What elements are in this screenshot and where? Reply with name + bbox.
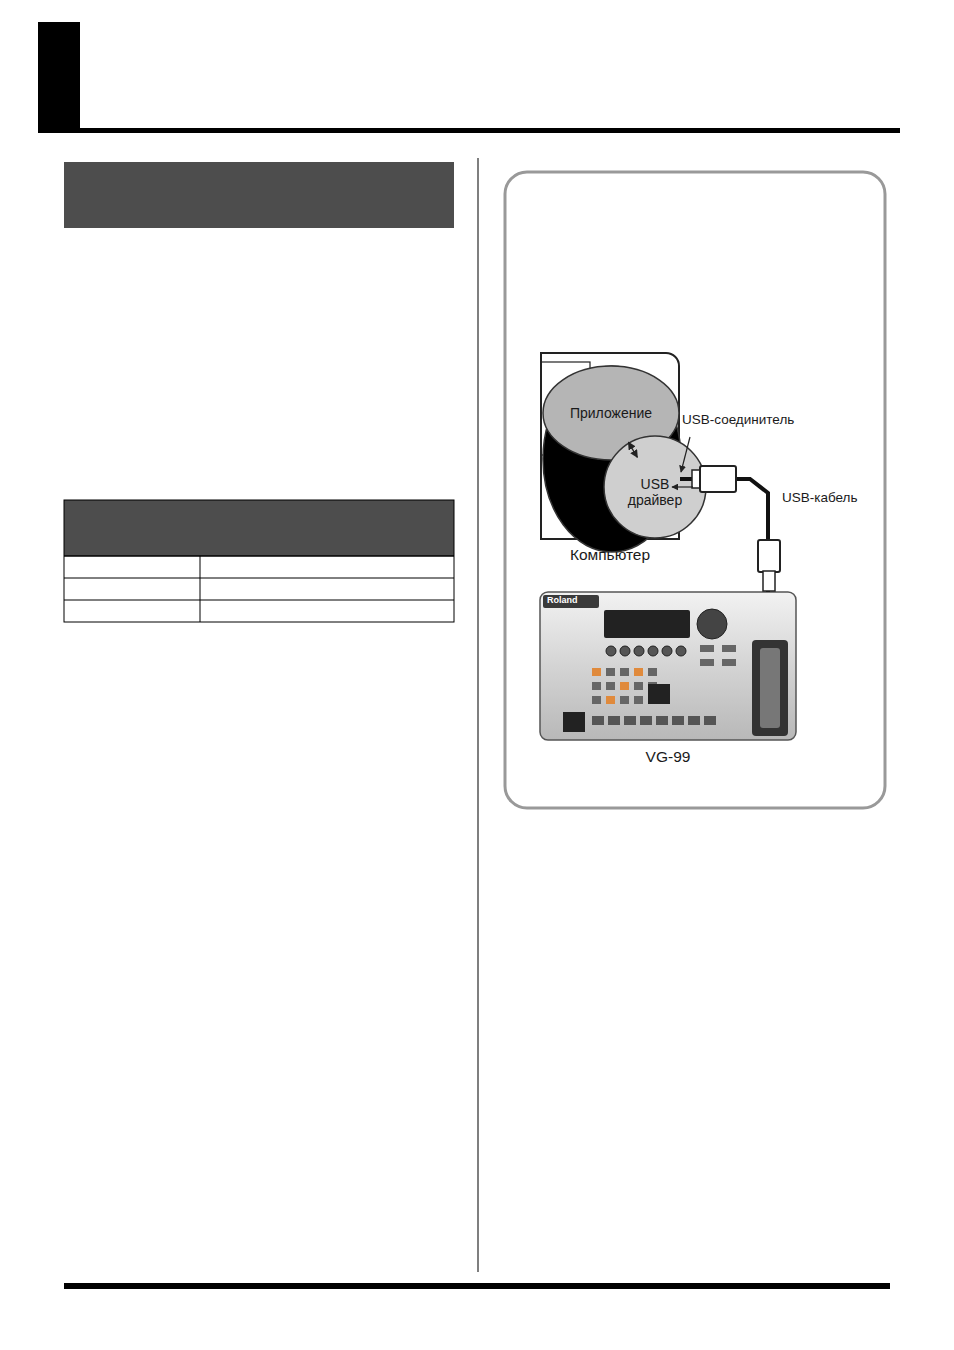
button	[634, 668, 643, 676]
power-button	[563, 712, 585, 732]
button	[722, 645, 736, 652]
small-knob	[676, 646, 686, 656]
node-label: Приложение	[570, 405, 652, 421]
vg99-illustration	[540, 592, 796, 740]
button	[620, 696, 629, 704]
caption-holder: Компьютер	[542, 546, 678, 564]
table-header	[64, 500, 454, 556]
usb-cable	[680, 479, 768, 592]
small-knob	[648, 646, 658, 656]
number-button	[672, 716, 684, 725]
number-button	[704, 716, 716, 725]
edge-label-holder: USB-кабель	[780, 490, 860, 505]
button	[648, 668, 657, 676]
button	[606, 696, 615, 704]
brand-logo-holder: Roland	[547, 595, 578, 605]
leader-line	[681, 437, 690, 472]
cable-label: USB-кабель	[780, 490, 860, 505]
button	[620, 668, 629, 676]
small-knob	[662, 646, 672, 656]
node-label: USB драйвер	[620, 466, 690, 508]
top-rule	[38, 128, 900, 133]
button	[634, 696, 643, 704]
connector-label: USB-соединитель	[682, 412, 794, 427]
number-button	[640, 716, 652, 725]
chapter-tab	[38, 22, 80, 133]
pedal-slot	[752, 640, 788, 736]
data-arrow	[672, 486, 693, 487]
number-button	[688, 716, 700, 725]
small-knob	[606, 646, 616, 656]
driver-circle-shape	[604, 436, 706, 538]
empty-table	[64, 500, 454, 622]
table-column-rule	[200, 556, 201, 622]
table-rule	[64, 600, 454, 601]
figure-frame	[505, 172, 885, 808]
plug-tip	[763, 571, 775, 591]
device-body	[540, 592, 796, 740]
small-knob	[620, 646, 630, 656]
caption-holder: VG-99	[540, 748, 796, 766]
computer-box: КомпьютерПриложениеUSB драйвер	[540, 352, 680, 540]
plug-body	[700, 466, 736, 492]
node-heading: Компьютер	[570, 546, 650, 563]
device-node: VG-99	[540, 592, 796, 740]
display	[604, 610, 690, 638]
number-button	[608, 716, 620, 725]
number-button	[624, 716, 636, 725]
section-header-bar	[64, 162, 454, 228]
column-divider	[477, 158, 479, 1272]
button	[634, 682, 643, 690]
button	[722, 659, 736, 666]
plug-body	[758, 540, 780, 572]
table-border	[64, 500, 454, 622]
bottom-rule	[64, 1283, 890, 1289]
brand-logo: Roland	[547, 595, 578, 605]
button	[606, 668, 615, 676]
button	[606, 682, 615, 690]
button	[592, 682, 601, 690]
button	[700, 645, 714, 652]
data-flow-arrow	[628, 442, 637, 457]
value-knob	[697, 609, 727, 639]
node-heading: VG-99	[646, 748, 691, 765]
pedal-slot-inner	[760, 648, 780, 728]
table-rule	[64, 555, 454, 557]
button	[592, 696, 601, 704]
button	[700, 659, 714, 666]
button	[620, 682, 629, 690]
connector-label-holder: USB-соединитель	[682, 412, 794, 427]
number-button	[656, 716, 668, 725]
button	[592, 668, 601, 676]
logo-strip	[543, 595, 599, 608]
small-knob	[634, 646, 644, 656]
cursor-pad	[648, 684, 670, 704]
number-button	[592, 716, 604, 725]
table-rule	[64, 578, 454, 579]
